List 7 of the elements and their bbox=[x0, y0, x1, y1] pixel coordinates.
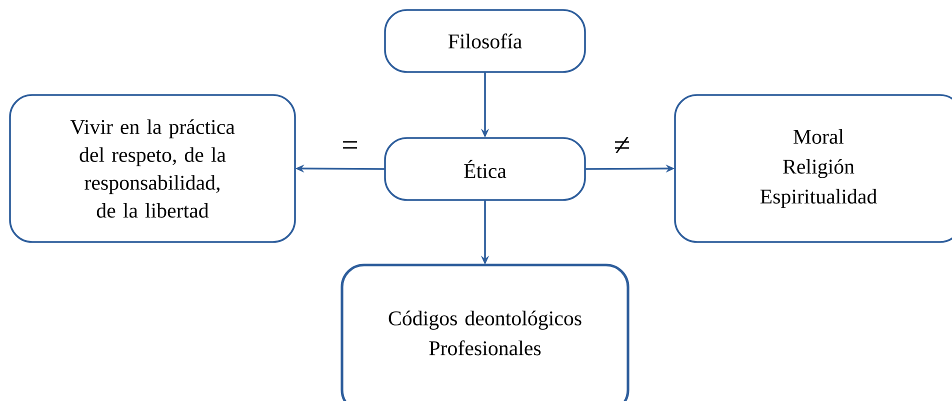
rounded-box: Filosofía bbox=[384, 9, 586, 73]
edge-label: = bbox=[343, 141, 357, 149]
rounded-box: Moral Religión Espiritualidad bbox=[674, 94, 952, 243]
edge-label: ≠ bbox=[615, 137, 629, 153]
rounded-box: Ética bbox=[384, 137, 586, 201]
rounded-box: Códigos deontológicos Profesionales bbox=[340, 264, 630, 401]
rounded-box: Vivir en la práctica del respeto, de la responsabilidad, de la libertad bbox=[9, 94, 296, 243]
